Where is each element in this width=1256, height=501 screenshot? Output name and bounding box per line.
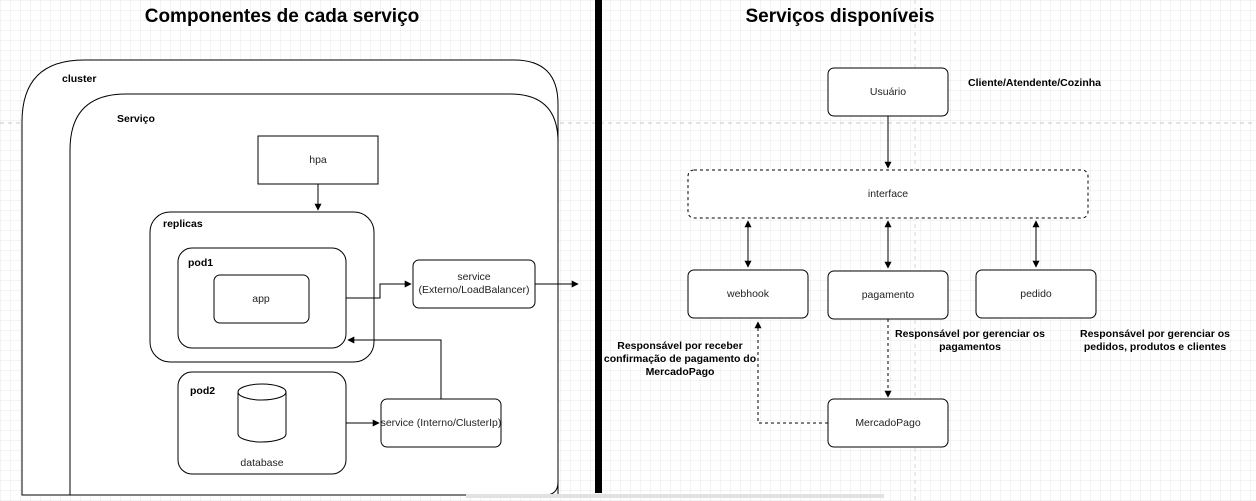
webhook-note-line1: Responsável por receber — [617, 340, 742, 352]
pod2-label: pod2 — [190, 385, 215, 397]
horizontal-scrollbar[interactable] — [466, 494, 884, 498]
webhook-note-line2: confirmação de pagamento do — [604, 353, 756, 365]
left-panel-title: Componentes de cada serviço — [145, 6, 420, 27]
mercadopago-to-webhook-arrow — [754, 321, 828, 424]
cluster-label: cluster — [62, 73, 96, 85]
panel-divider — [595, 0, 602, 493]
usuario-label: Usuário — [870, 86, 906, 98]
database-label: database — [240, 457, 283, 469]
mercadopago-label: MercadoPago — [855, 417, 921, 429]
service-internal-to-pod1-arrow — [347, 336, 442, 399]
webhook-box[interactable] — [687, 269, 809, 319]
interface-label: interface — [868, 188, 908, 200]
app-box[interactable] — [213, 274, 310, 324]
pod1-to-service-external-arrow — [346, 280, 412, 299]
service-label: Serviço — [117, 113, 155, 125]
pedido-note-line2: pedidos, produtos e clientes — [1084, 341, 1227, 353]
pagamento-note-line1: Responsável por gerenciar os — [895, 328, 1045, 340]
pedido-label: pedido — [1020, 288, 1052, 300]
pagamento-note-line2: pagamentos — [939, 341, 1001, 353]
service-external-label-line1: service — [457, 271, 490, 283]
webhook-label: webhook — [726, 288, 770, 300]
database-icon[interactable] — [237, 383, 287, 443]
usuario-note: Cliente/Atendente/Cozinha — [968, 77, 1101, 89]
service-internal-label: service (Interno/ClusterIp) — [381, 417, 502, 429]
service-external-label-line2: (Externo/LoadBalancer) — [419, 284, 530, 296]
pod1-label: pod1 — [188, 257, 213, 269]
right-panel-title: Serviços disponíveis — [745, 6, 934, 27]
app-label: app — [252, 293, 270, 305]
pagamento-label: pagamento — [862, 289, 915, 301]
pedido-box[interactable] — [975, 269, 1097, 319]
hpa-label: hpa — [309, 154, 327, 166]
interface-box[interactable] — [687, 169, 1089, 219]
pedido-note-line1: Responsável por gerenciar os — [1080, 328, 1230, 340]
webhook-note-line3: MercadoPago — [646, 366, 715, 378]
replicas-label: replicas — [163, 218, 203, 230]
